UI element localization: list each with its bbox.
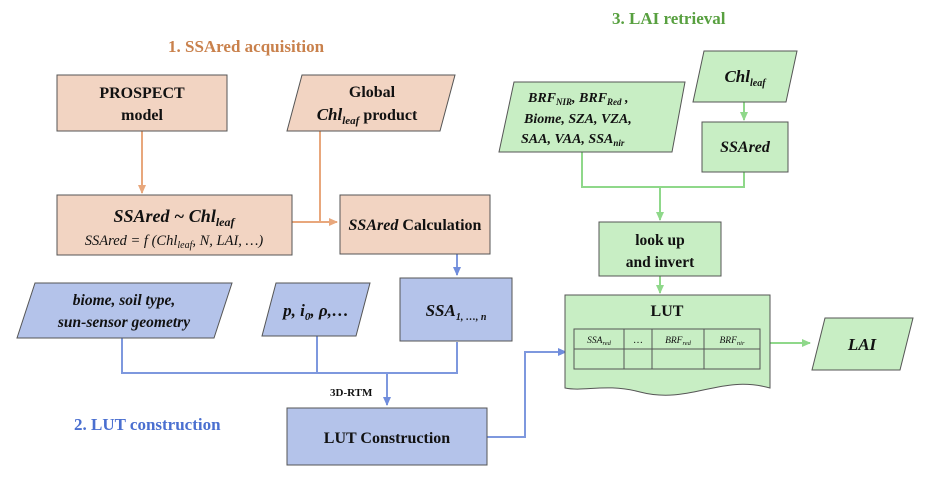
chl-leaf-box: Chlleaf <box>692 50 798 103</box>
orange-connectors <box>138 118 338 226</box>
ssared-calculation-box: SSAred Calculation <box>339 194 491 255</box>
biome-soil-geometry-box: biome, soil type, sun-sensor geometry <box>16 282 233 339</box>
lut-title: LUT <box>651 303 684 320</box>
svg-text:Global: Global <box>349 84 396 101</box>
svg-text:SAA, VAA, SSAnir: SAA, VAA, SSAnir <box>521 132 625 148</box>
svg-text:SSA1, …, n: SSA1, …, n <box>426 301 487 323</box>
look-up-invert-box: look up and invert <box>598 221 722 277</box>
lut-header-ssa-red: SSAred <box>587 336 611 347</box>
lai-output-box: LAI <box>811 317 914 371</box>
section-title-retrieval: 3. LAI retrieval <box>612 9 726 28</box>
lut-document-box: LUT SSAred … BRFred BRFnir <box>564 294 771 396</box>
green-connectors <box>581 102 811 347</box>
svg-text:Chlleaf: Chlleaf <box>724 67 767 89</box>
lut-header-brf-red: BRFred <box>665 336 692 347</box>
prospect-model-box: PROSPECT model <box>56 74 228 132</box>
svg-text:sun-sensor geometry: sun-sensor geometry <box>57 314 190 331</box>
section-title-acquisition: 1. SSAred acquisition <box>168 37 325 56</box>
svg-text:and invert: and invert <box>626 254 695 271</box>
brf-inputs-box: BRFNIR, BRFRed , Biome, SZA, VZA, SAA, V… <box>498 81 686 153</box>
svg-text:look up: look up <box>635 232 685 249</box>
svg-text:SSAred: SSAred <box>720 139 771 156</box>
svg-text:SSAred Calculation: SSAred Calculation <box>349 217 482 234</box>
svg-text:LAI: LAI <box>847 335 878 354</box>
ssared-green-box: SSAred <box>701 121 789 173</box>
svg-text:BRFNIR, BRFRed ,: BRFNIR, BRFRed , <box>527 91 629 107</box>
svg-text:LUT Construction: LUT Construction <box>324 430 450 447</box>
lut-table <box>573 328 761 370</box>
svg-text:Biome, SZA, VZA,: Biome, SZA, VZA, <box>523 112 632 127</box>
ssared-chl-relation-box: SSAred ~ Chlleaf SSAred = f (Chlleaf, N,… <box>56 194 293 256</box>
svg-text:biome, soil type,: biome, soil type, <box>73 292 175 309</box>
svg-text:p, i0, ρ,…: p, i0, ρ,… <box>281 301 349 323</box>
lut-header-brf-nir: BRFnir <box>719 336 744 347</box>
svg-text:PROSPECT: PROSPECT <box>99 85 185 102</box>
lut-header-ellipsis: … <box>633 335 643 346</box>
lut-construction-box: LUT Construction <box>286 407 488 466</box>
svg-text:SSAred ~ Chlleaf: SSAred ~ Chlleaf <box>114 206 236 229</box>
svg-text:Chlleaf product: Chlleaf product <box>317 105 418 127</box>
rtm-label: 3D-RTM <box>330 387 373 399</box>
global-chl-product-box: Global Chlleaf product <box>286 74 456 132</box>
svg-text:model: model <box>121 107 163 124</box>
p-i0-rho-box: p, i0, ρ,… <box>261 282 371 337</box>
blue-connectors <box>121 254 567 438</box>
ssa-n-box: SSA1, …, n <box>399 277 513 342</box>
section-title-lut: 2. LUT construction <box>74 415 221 434</box>
svg-text:SSAred = f (Chlleaf, N, LAI, …: SSAred = f (Chlleaf, N, LAI, …) <box>85 233 264 251</box>
